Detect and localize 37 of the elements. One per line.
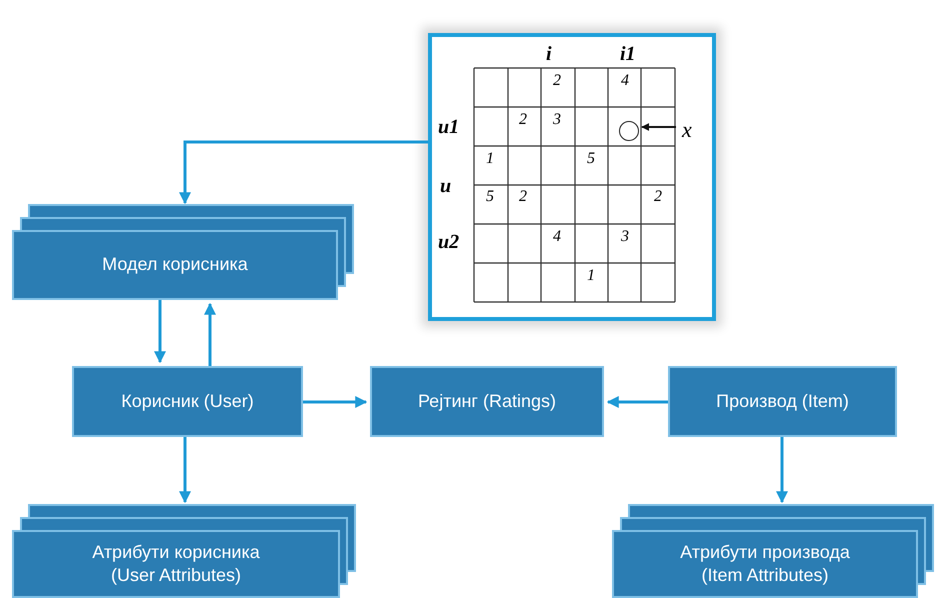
stacked-box-drawing (12, 504, 356, 598)
rating-value: 2 (519, 112, 527, 128)
rating-value: 2 (519, 189, 527, 205)
rating-value: 2 (654, 189, 662, 205)
box-label: Атрибути производа (Item Attributes) (679, 540, 851, 587)
axis-label: u (440, 176, 452, 196)
rating-value: 3 (553, 112, 561, 128)
missing-rating-circle (619, 121, 639, 141)
rating-value: 4 (621, 73, 629, 89)
axis-label: u2 (438, 232, 460, 252)
rating-value: 3 (621, 229, 629, 245)
arrow (179, 437, 191, 504)
rating-value: 2 (553, 73, 561, 89)
axis-label: i (546, 44, 552, 64)
rating-value: 5 (587, 151, 595, 167)
rating-value: 1 (587, 268, 595, 284)
rating-value: 5 (486, 189, 494, 205)
box-label: Атрибути корисника (User Attributes) (91, 540, 261, 587)
stacked-box-drawing (12, 204, 354, 300)
axis-label: i1 (620, 44, 636, 64)
process-box: Производ (Item) (668, 366, 897, 437)
arrow (204, 302, 216, 366)
arrow (303, 396, 368, 408)
arrow (154, 300, 166, 364)
stacked-box-drawing (612, 504, 934, 598)
box-label: Модел корисника (102, 253, 248, 276)
rating-value: 1 (486, 151, 494, 167)
arrow (776, 437, 788, 504)
arrow (641, 123, 676, 131)
process-box: Корисник (User) (72, 366, 303, 437)
process-box: Рејтинг (Ratings) (370, 366, 604, 437)
arrow (179, 140, 428, 204)
variable-label: x (682, 119, 692, 141)
matrix-panel (428, 33, 716, 321)
arrow (606, 396, 668, 408)
rating-value: 4 (553, 229, 561, 245)
axis-label: u1 (438, 117, 460, 137)
